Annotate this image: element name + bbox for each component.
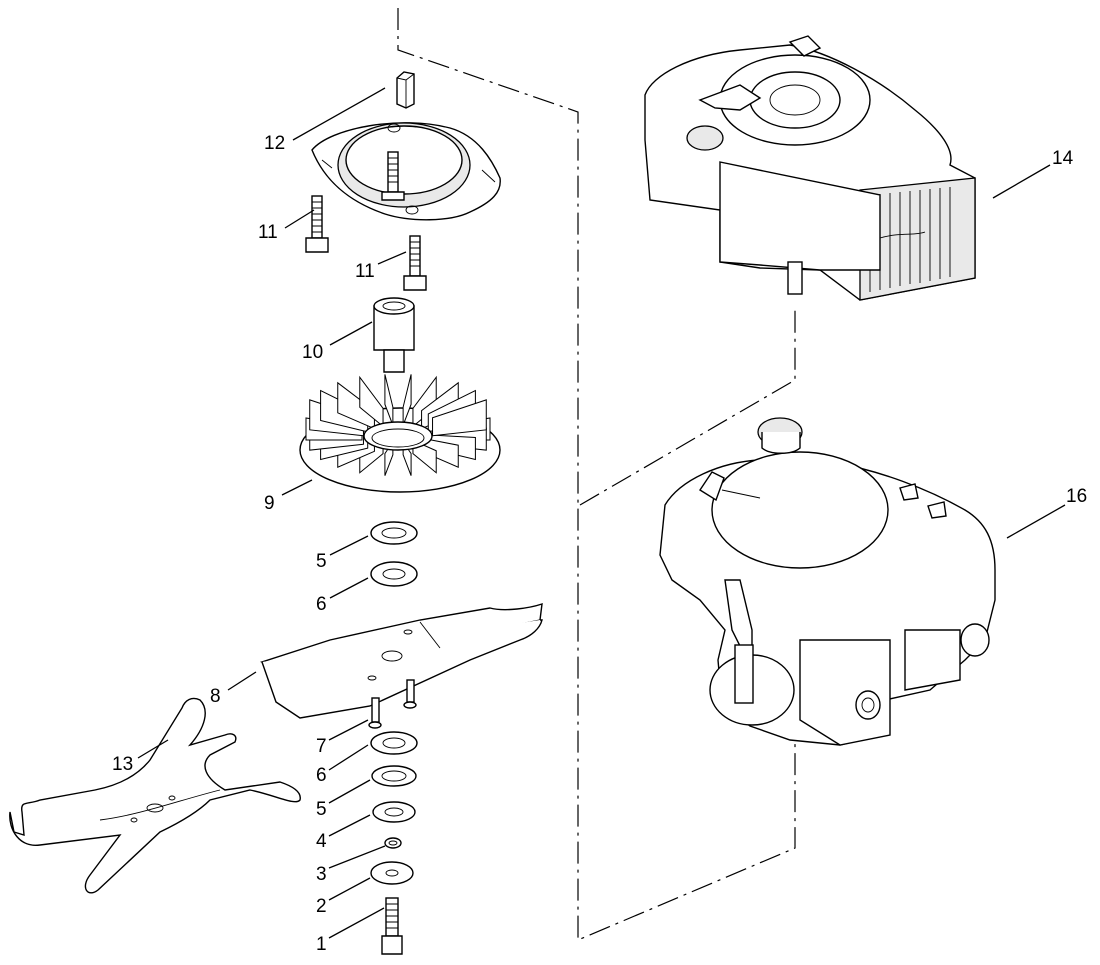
- callout-1: 1: [316, 934, 327, 955]
- leader-lines: [137, 87, 1066, 939]
- assembly-axis-lines: [397, 8, 796, 941]
- fan-blade: [359, 375, 384, 428]
- callout-5-upper: 5: [316, 551, 327, 572]
- callout-11-left: 11: [258, 222, 278, 243]
- part-16-engine: [659, 417, 996, 746]
- part-3-lock-washer: [384, 837, 402, 849]
- part-13-x-blade: [9, 697, 301, 894]
- part-12-blade-adapter: [311, 122, 501, 221]
- callout-8: 8: [210, 686, 221, 707]
- part-11-bolt-right: [403, 235, 427, 291]
- callout-12: 12: [264, 133, 285, 154]
- callout-10: 10: [302, 342, 323, 363]
- part-6-washer-upper: [370, 561, 418, 587]
- part-7-bolts: [368, 679, 417, 729]
- fan-blade: [432, 399, 487, 437]
- callout-5-lower: 5: [316, 799, 327, 820]
- callout-13: 13: [112, 754, 133, 775]
- part-1-center-bolt: [381, 897, 403, 955]
- fan-blade: [384, 374, 394, 426]
- part-12-key: [396, 71, 415, 109]
- fan-blades: [305, 374, 491, 476]
- part-14-engine: [644, 35, 976, 301]
- callout-11-right: 11: [355, 261, 375, 282]
- part-6-washer-lower: [370, 731, 418, 755]
- callout-2: 2: [316, 896, 327, 917]
- callout-labels: 12 11 11 10 9 5 6 8 13 7 6 5 4 3 2 1 14 …: [112, 133, 1087, 955]
- callout-7: 7: [316, 736, 327, 757]
- callout-6-upper: 6: [316, 594, 327, 615]
- callout-6-lower: 6: [316, 765, 327, 786]
- callout-14: 14: [1052, 148, 1074, 169]
- part-11-bolt-left: [305, 195, 329, 253]
- callout-16: 16: [1066, 486, 1087, 507]
- callout-4: 4: [316, 831, 327, 852]
- part-8-blade: [259, 602, 543, 719]
- callout-9: 9: [264, 493, 275, 514]
- callout-3: 3: [316, 864, 327, 885]
- part-10-spacer-sleeve: [373, 297, 415, 373]
- part-11-bolt-in-hub: [381, 151, 405, 201]
- part-5-lock-washer-upper: [370, 521, 418, 545]
- part-4-washer: [372, 801, 416, 823]
- fan-blade: [402, 374, 412, 426]
- part-2-washer: [370, 861, 414, 885]
- part-5-washer-lower: [371, 765, 417, 787]
- part-9-fan: [299, 374, 501, 493]
